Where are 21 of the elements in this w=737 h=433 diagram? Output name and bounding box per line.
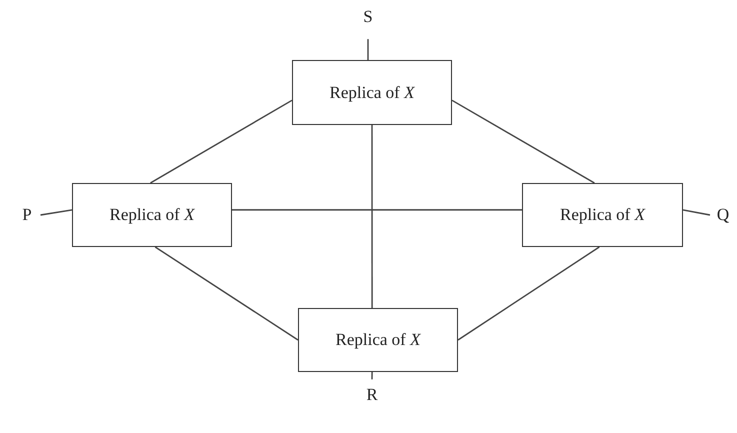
connector-line	[458, 246, 600, 341]
connector-line	[452, 100, 595, 184]
replica-box	[292, 60, 452, 125]
replica-box	[522, 183, 683, 247]
connector-line	[682, 209, 710, 216]
box-label: Replica of X	[110, 205, 194, 225]
endpoint-label: R	[366, 385, 378, 405]
endpoint-label: Q	[716, 205, 730, 225]
connector-line	[371, 125, 373, 308]
box-label: Replica of X	[560, 205, 645, 225]
connector-line	[232, 209, 522, 211]
connector-line	[367, 39, 369, 60]
endpoint-label: S	[363, 7, 373, 27]
box-label: Replica of X	[336, 330, 420, 350]
connector-line	[150, 100, 292, 184]
box-label: Replica of X	[330, 82, 414, 102]
replica-box	[72, 183, 232, 247]
replica-box	[298, 308, 458, 372]
endpoint-label: P	[22, 205, 32, 225]
connector-line	[154, 246, 298, 341]
connector-line	[40, 209, 72, 216]
